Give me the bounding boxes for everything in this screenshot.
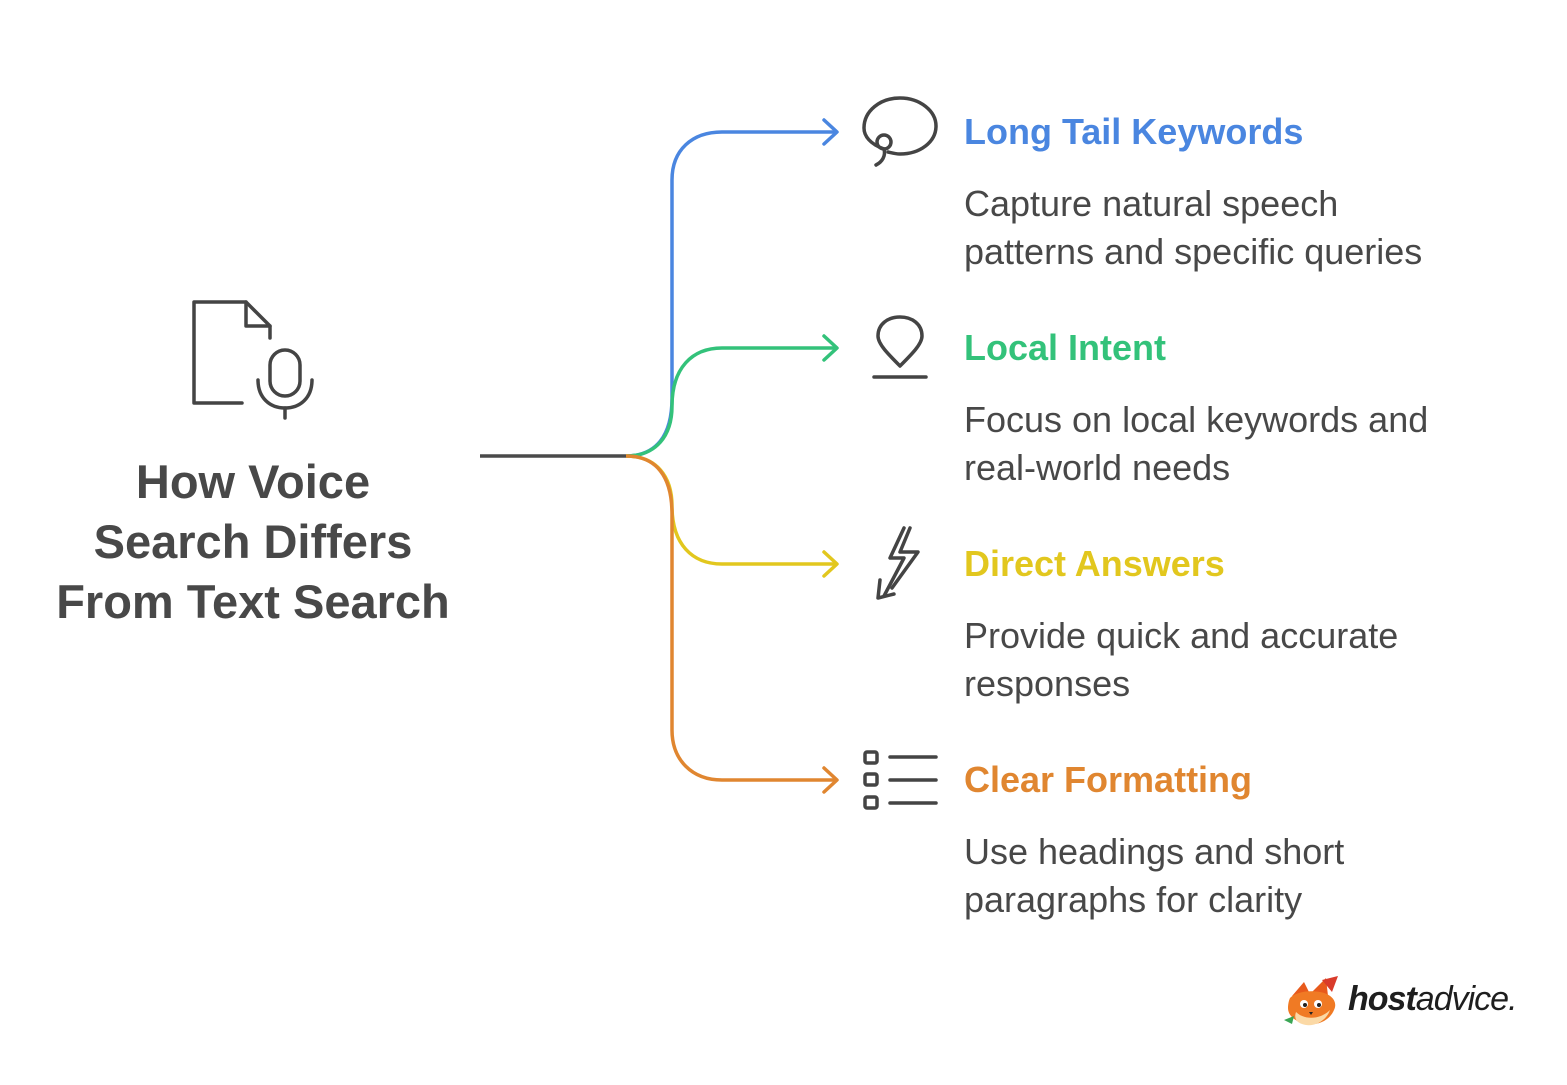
description-line: paragraphs for clarity: [964, 879, 1303, 920]
description-line: Focus on local keywords and: [964, 399, 1429, 440]
arrowhead-direct-answers: [822, 550, 839, 578]
description-line: patterns and specific queries: [964, 231, 1423, 272]
main-title: How Voice Search Differs From Text Searc…: [30, 452, 476, 632]
arrowhead-long-tail: [822, 118, 839, 146]
arrowhead-local-intent: [822, 334, 839, 362]
description-line: Capture natural speech: [964, 183, 1339, 224]
branch-description-local-intent: Focus on local keywords and real-world n…: [964, 396, 1554, 492]
branch-description-direct-answers: Provide quick and accurate responses: [964, 612, 1554, 708]
arrowhead-clear-formatting: [822, 766, 839, 794]
connector-local-intent: [625, 346, 836, 458]
branch-title-long-tail-keywords: Long Tail Keywords: [964, 111, 1304, 152]
fox-mascot-icon: [1284, 976, 1338, 1026]
main-title-line: Search Differs: [93, 515, 413, 568]
brand-name-bold: host: [1348, 980, 1417, 1018]
description-line: Provide quick and accurate: [964, 615, 1399, 656]
map-pin-icon: [872, 315, 928, 379]
branch-description-clear-formatting: Use headings and short paragraphs for cl…: [964, 828, 1554, 924]
connector-clear-formatting: [625, 454, 836, 782]
description-line: real-world needs: [964, 447, 1231, 488]
hostadvice-logo: hostadvice.: [1282, 972, 1532, 1032]
brand-name: hostadvice.: [1348, 980, 1518, 1019]
branch-title-local-intent: Local Intent: [964, 327, 1167, 368]
lightning-bolt-icon: [876, 526, 920, 600]
speech-bubble-icon: [862, 96, 938, 167]
checklist-icon: [863, 750, 938, 810]
connector-long-tail: [625, 130, 836, 458]
main-title-line: From Text Search: [56, 575, 450, 628]
connector-direct-answers: [625, 454, 836, 566]
branch-title-clear-formatting: Clear Formatting: [964, 759, 1253, 800]
description-line: responses: [964, 663, 1131, 704]
brand-name-regular: advice.: [1415, 980, 1518, 1018]
description-line: Use headings and short: [964, 831, 1345, 872]
branch-title-direct-answers: Direct Answers: [964, 543, 1225, 584]
branch-description-long-tail-keywords: Capture natural speech patterns and spec…: [964, 180, 1554, 276]
main-title-line: How Voice: [135, 455, 371, 508]
document-microphone-icon: [192, 300, 314, 420]
